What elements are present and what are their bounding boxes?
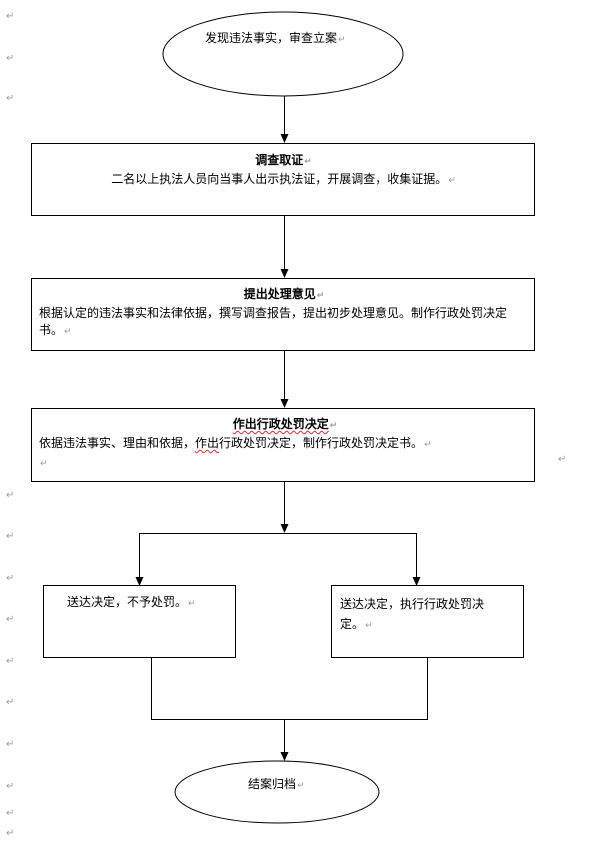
paragraph-mark-icon: ↵ [338, 35, 346, 45]
arrowhead [280, 134, 289, 143]
paragraph-mark-icon: ↵ [6, 573, 15, 584]
decide-body-underlined: 作出 [195, 436, 220, 450]
arrowhead [280, 524, 289, 533]
execute-penalty-label: 送达决定，执行行政处罚决定。↵ [340, 594, 500, 636]
arrowhead [412, 577, 421, 586]
paragraph-mark-icon: ↵ [297, 781, 305, 791]
propose-title: 提出处理意见 [243, 287, 316, 301]
paragraph-mark-icon: ↵ [365, 621, 373, 631]
paragraph-mark-icon: ↵ [6, 531, 15, 542]
paragraph-mark-icon: ↵ [6, 828, 15, 839]
investigate-title: 调查取证 [255, 153, 304, 167]
no-penalty-box [43, 585, 236, 658]
start-ellipse [162, 11, 404, 97]
investigate-body: 二名以上执法人员向当事人出示执法证，开展调查，收集证据。 [111, 172, 448, 186]
arrowhead [280, 399, 289, 408]
propose-box [31, 278, 535, 351]
end-text: 结案归档 [248, 777, 297, 791]
paragraph-mark-icon: ↵ [6, 11, 15, 22]
paragraph-mark-icon: ↵ [6, 781, 15, 792]
paragraph-mark-icon: ↵ [6, 656, 15, 667]
paragraph-mark-icon: ↵ [6, 490, 15, 501]
paragraph-mark-icon: ↵ [40, 459, 48, 469]
start-label: 发现违法事实，审查立案↵ [205, 30, 405, 49]
decide-box [31, 408, 535, 482]
arrowhead [135, 577, 144, 586]
paragraph-mark-icon: ↵ [329, 421, 338, 431]
decide-body-after: 行政处罚决定，制作行政处罚决定书。 [219, 436, 424, 450]
execute-penalty-box [331, 585, 524, 658]
paragraph-mark-icon: ↵ [304, 157, 312, 167]
paragraph-mark-icon: ↵ [6, 93, 15, 104]
paragraph-mark-icon: ↵ [558, 454, 567, 465]
paragraph-mark-icon: ↵ [6, 808, 15, 819]
paragraph-mark-icon: ↵ [6, 739, 15, 750]
decide-body-before: 依据违法事实、理由和依据， [39, 436, 196, 450]
edge-split-branches [139, 533, 417, 578]
investigate-box [31, 143, 535, 216]
paragraph-mark-icon: ↵ [424, 440, 432, 450]
execute-penalty-text: 送达决定，执行行政处罚决定。 [340, 597, 485, 631]
decide-label: 作出行政处罚决定↵ 依据违法事实、理由和依据，作出行政处罚决定，制作行政处罚决定… [39, 416, 531, 473]
end-ellipse [174, 760, 380, 824]
paragraph-mark-icon: ↵ [448, 176, 456, 186]
paragraph-mark-icon: ↵ [188, 599, 196, 609]
start-text: 发现违法事实，审查立案 [205, 31, 338, 45]
paragraph-mark-icon: ↵ [6, 697, 15, 708]
arrowhead [280, 269, 289, 278]
propose-label: 提出处理意见↵ 根据认定的违法事实和法律依据，撰写调查报告，提出初步处理意见。制… [39, 286, 529, 341]
no-penalty-label: 送达决定，不予处罚。↵ [67, 594, 232, 613]
paragraph-mark-icon: ↵ [316, 291, 325, 301]
end-label: 结案归档↵ [248, 776, 348, 795]
edge-branches-merge [151, 658, 428, 720]
paragraph-mark-icon: ↵ [6, 614, 15, 625]
paragraph-mark-icon: ↵ [64, 327, 72, 337]
paragraph-mark-icon: ↵ [6, 53, 15, 64]
arrowhead [280, 752, 289, 761]
propose-body: 根据认定的违法事实和法律依据，撰写调查报告，提出初步处理意见。制作行政处罚决定书… [39, 306, 508, 337]
no-penalty-text: 送达决定，不予处罚。 [67, 595, 188, 609]
decide-title: 作出行政处罚决定 [232, 417, 329, 431]
investigate-label: 调查取证↵ 二名以上执法人员向当事人出示执法证，开展调查，收集证据。↵ [36, 152, 531, 190]
